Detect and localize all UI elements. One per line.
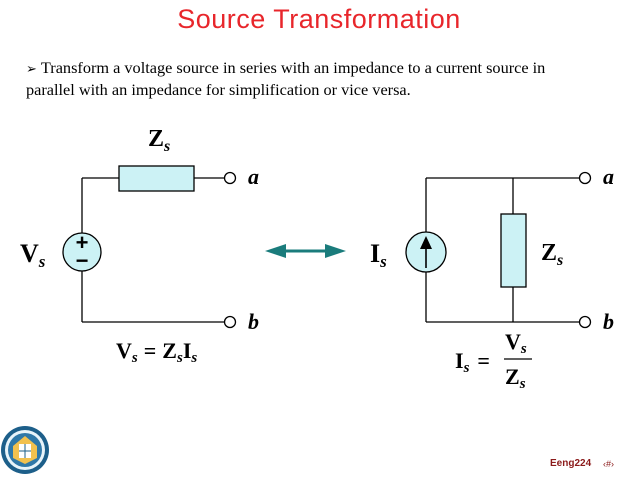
left-terminal-a-label: a — [248, 164, 259, 189]
bullet-arrow-icon: ➢ — [26, 61, 37, 76]
course-code: Eeng224 — [550, 458, 592, 469]
right-impedance-resistor — [500, 213, 527, 288]
right-equation: Is= Vs Zs — [455, 329, 532, 392]
voltage-source-label: Vs — [20, 239, 46, 271]
university-logo — [1, 426, 49, 474]
right-eq-numerator: Vs — [505, 329, 527, 357]
left-terminal-b-label: b — [248, 309, 259, 334]
left-terminal-a-node — [223, 171, 237, 185]
right-terminal-a-label: a — [603, 164, 614, 189]
current-direction-arrow-icon — [420, 236, 432, 268]
left-impedance-resistor — [118, 165, 195, 192]
right-terminal-b-node — [578, 315, 592, 329]
right-impedance-label: Zs — [541, 240, 563, 269]
left-impedance-label: Zs — [148, 126, 170, 155]
right-eq-lhs: Is= — [455, 348, 490, 376]
right-circuit — [425, 177, 580, 323]
right-eq-denominator: Zs — [505, 364, 526, 392]
bullet-line-1: Transform a voltage source in series wit… — [40, 58, 546, 77]
voltage-plus-sign: + — [76, 230, 89, 255]
current-source-label: Is — [370, 239, 387, 271]
left-circuit — [81, 177, 225, 323]
left-equation: Vs=ZsIs — [116, 338, 197, 366]
voltage-minus-sign: − — [76, 248, 89, 273]
page-number: ‹#› — [603, 459, 614, 469]
right-terminal-a-node — [578, 171, 592, 185]
bullet-text: ➢Transform a voltage source in series wi… — [26, 57, 616, 100]
bullet-line-2: parallel with an impedance for simplific… — [26, 80, 411, 99]
left-terminal-b-node — [223, 315, 237, 329]
double-arrow-icon — [265, 244, 346, 258]
right-terminal-b-label: b — [603, 309, 614, 334]
voltage-source-symbol — [62, 232, 102, 272]
slide-title: Source Transformation — [177, 4, 461, 34]
